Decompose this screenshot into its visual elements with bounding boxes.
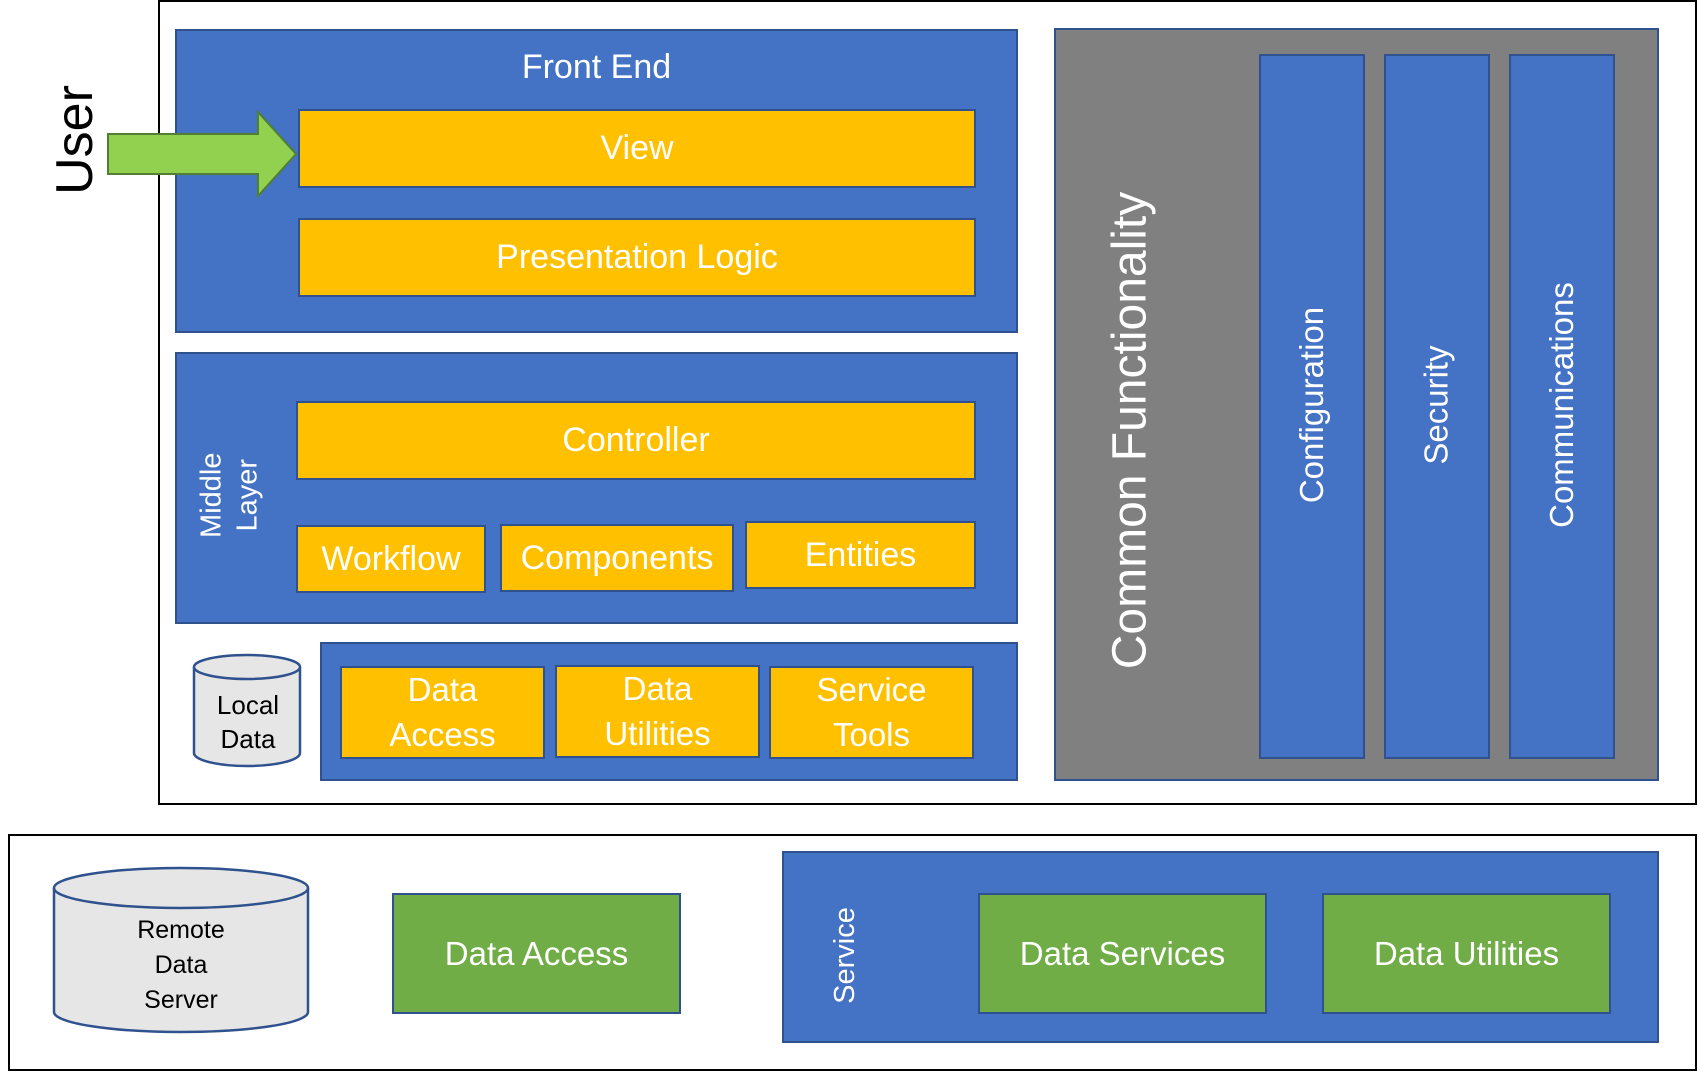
communications-label: Communications: [1543, 282, 1581, 528]
service-label: Service: [828, 906, 861, 1004]
remote-data-server-cylinder-icon: [52, 866, 310, 1034]
local-data-cylinder-icon: [192, 653, 302, 768]
presentation-logic-box: Presentation Logic: [298, 218, 976, 297]
data-services-box: Data Services: [978, 893, 1267, 1014]
view-box: View: [298, 109, 976, 188]
components-box: Components: [500, 524, 734, 592]
security-box: [1384, 54, 1490, 759]
server-data-utilities-box: Data Utilities: [1322, 893, 1611, 1014]
configuration-box: [1259, 54, 1365, 759]
common-functionality-title: Common Functionality: [1103, 191, 1157, 669]
configuration-label: Configuration: [1293, 306, 1331, 504]
remote-data-server-label: Remote Data Server: [137, 915, 225, 1014]
workflow-box: Workflow: [296, 525, 486, 593]
communications-box: [1509, 54, 1615, 759]
user-arrow-icon: [107, 110, 298, 198]
controller-box: Controller: [296, 401, 976, 480]
data-access-box: Data Access: [340, 666, 545, 759]
front-end-title: Front End: [521, 47, 672, 86]
data-utilities-box: Data Utilities: [555, 665, 760, 758]
server-data-access-box: Data Access: [392, 893, 681, 1014]
middle-layer-label: Middle Layer: [195, 452, 264, 538]
security-label: Security: [1418, 345, 1455, 465]
service-tools-box: Service Tools: [769, 666, 974, 759]
local-data-label: Local Data: [216, 690, 280, 754]
entities-box: Entities: [745, 521, 976, 589]
